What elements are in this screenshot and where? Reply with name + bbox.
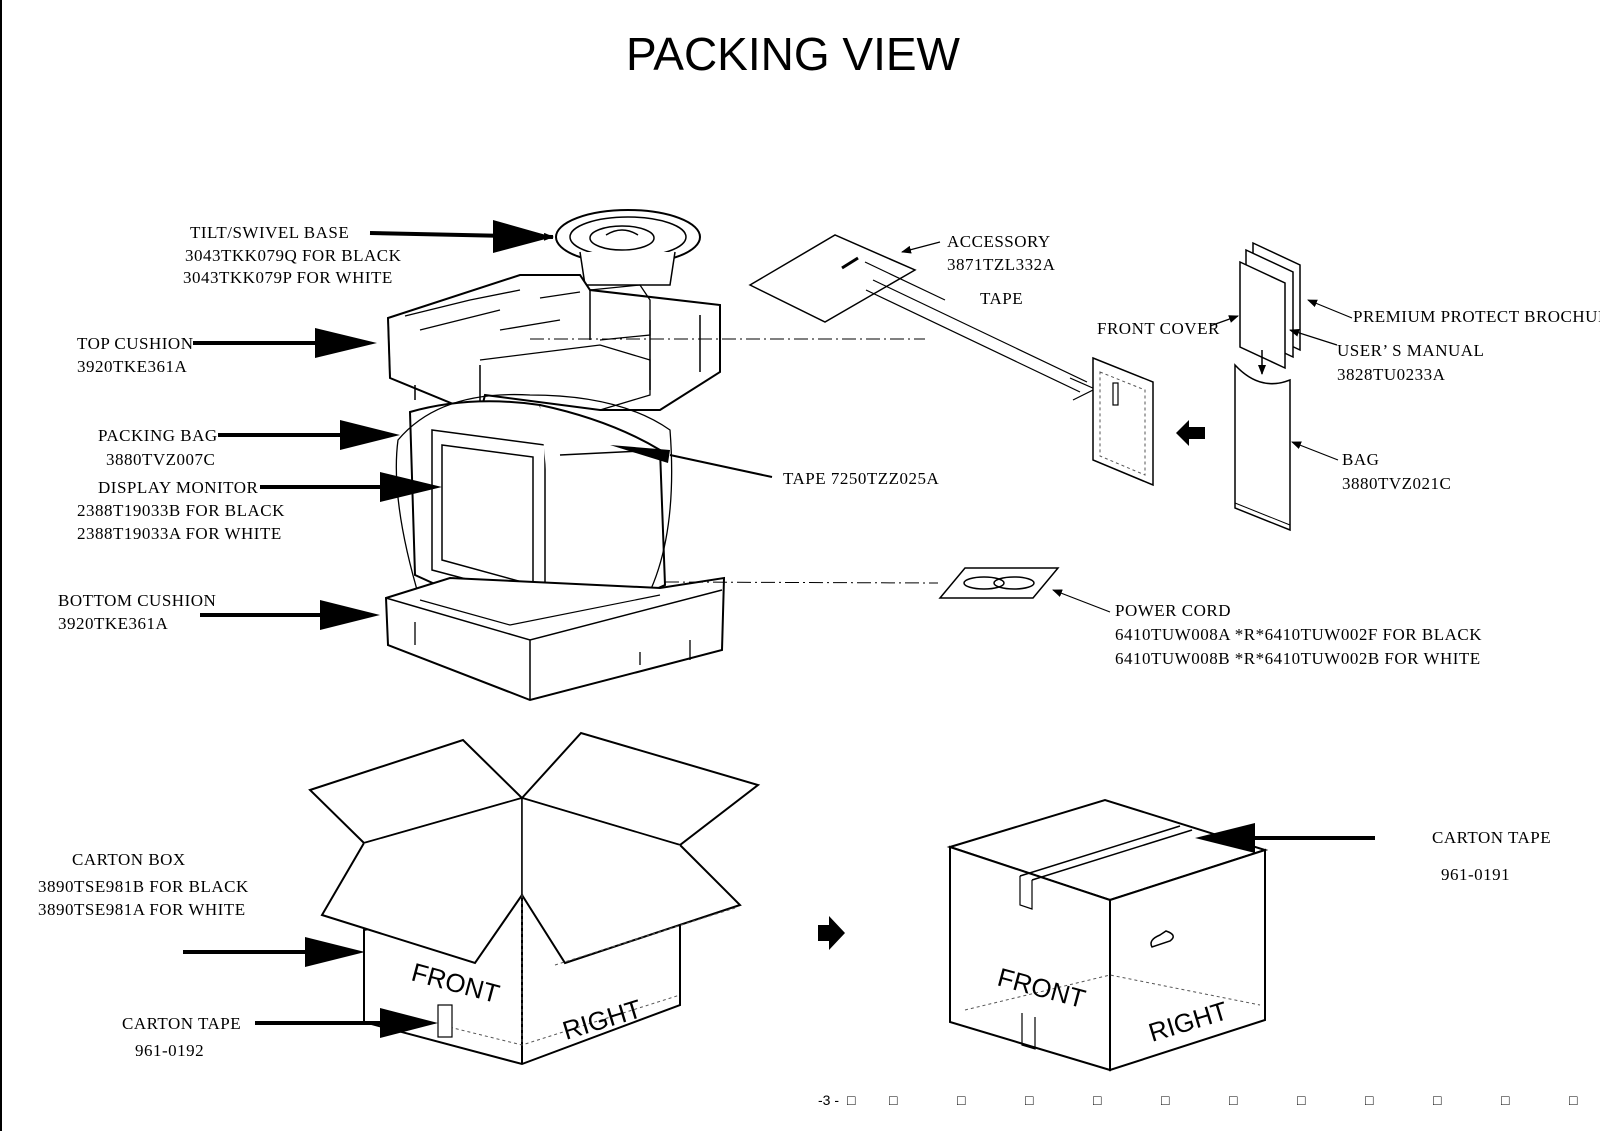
carton-box-code-black: 3890TSE981B FOR BLACK <box>38 877 249 896</box>
carton-tape-open-code: 961-0192 <box>135 1041 204 1060</box>
closed-carton-box-illustration: FRONT RIGHT <box>946 798 1269 1072</box>
display-monitor-code-black: 2388T19033B FOR BLACK <box>77 501 285 520</box>
label-packing-bag: PACKING BAG 3880TVZ007C <box>98 426 218 469</box>
label-carton-tape-closed: CARTON TAPE 961-0191 <box>1432 828 1551 884</box>
front-cover-label: FRONT COVER <box>1097 319 1220 338</box>
label-top-cushion: TOP CUSHION 3920TKE361A <box>77 334 194 376</box>
packing-bag-code: 3880TVZ007C <box>106 450 215 469</box>
label-carton-tape-open: CARTON TAPE 961-0192 <box>122 1014 241 1060</box>
bottom-cushion-illustration <box>384 576 726 702</box>
carton-box-name: CARTON BOX <box>72 850 186 869</box>
label-bag: BAG 3880TVZ021C <box>1342 450 1451 493</box>
callout-arrows <box>183 220 1375 1038</box>
footer-box-char: □ <box>1025 1092 1034 1108</box>
footer-box-char: □ <box>1161 1092 1170 1108</box>
accessory-tape: TAPE <box>980 289 1023 308</box>
top-cushion-code: 3920TKE361A <box>77 357 188 376</box>
display-monitor-illustration <box>395 393 673 634</box>
brochure-manual-illustration <box>1239 241 1301 375</box>
tilt-base-code-black: 3043TKK079Q FOR BLACK <box>185 246 402 265</box>
top-cushion-name: TOP CUSHION <box>77 334 194 353</box>
label-power-cord: POWER CORD 6410TUW008A *R*6410TUW002F FO… <box>1115 601 1482 668</box>
carton-tape-closed-name: CARTON TAPE <box>1432 828 1551 847</box>
bottom-cushion-code: 3920TKE361A <box>58 614 169 633</box>
footer-box-char: □ <box>889 1092 898 1108</box>
plastic-bag-illustration <box>1234 363 1291 532</box>
thin-leaders <box>864 241 1353 613</box>
footer-box-char: □ <box>1569 1092 1578 1108</box>
accessory-code: 3871TZL332A <box>947 255 1056 274</box>
accessory-sheet-illustration <box>748 234 1097 401</box>
carton-tape-closed-code: 961-0191 <box>1441 865 1510 884</box>
footer-box-char: □ <box>847 1092 856 1108</box>
label-users-manual: USER’ S MANUAL 3828TU0233A <box>1337 341 1484 384</box>
footer-box-char: □ <box>957 1092 966 1108</box>
premium-brochure-label: PREMIUM PROTECT BROCHURE <box>1353 307 1600 326</box>
footer-box-char: □ <box>1093 1092 1102 1108</box>
tilt-swivel-base-illustration <box>555 209 701 286</box>
power-cord-code-black: 6410TUW008A *R*6410TUW002F FOR BLACK <box>1115 625 1482 644</box>
top-cushion-arrow <box>315 328 377 358</box>
display-monitor-arrow <box>380 472 442 502</box>
display-monitor-name: DISPLAY MONITOR <box>98 478 259 497</box>
carton-tape-open-arrow <box>380 1008 438 1038</box>
footer-box-char: □ <box>1433 1092 1442 1108</box>
power-cord-name: POWER CORD <box>1115 601 1231 620</box>
tilt-base-code-white: 3043TKK079P FOR WHITE <box>183 268 393 287</box>
power-cord-leader <box>664 581 939 584</box>
users-manual-name: USER’ S MANUAL <box>1337 341 1484 360</box>
page-footer: -3 - □ □ □ □ □ □ □ □ □ □ □ □ <box>818 1092 1578 1108</box>
process-arrow <box>818 916 845 950</box>
bag-name: BAG <box>1342 450 1379 469</box>
top-cushion-illustration <box>386 274 721 417</box>
carton-box-arrow <box>305 937 365 967</box>
bottom-cushion-name: BOTTOM CUSHION <box>58 591 216 610</box>
label-bottom-cushion: BOTTOM CUSHION 3920TKE361A <box>58 591 216 633</box>
footer-box-char: □ <box>1365 1092 1374 1108</box>
carton-box-code-white: 3890TSE981A FOR WHITE <box>38 900 246 919</box>
page-number: -3 - <box>818 1092 839 1108</box>
bottom-cushion-arrow <box>320 600 380 630</box>
label-tilt-base: TILT/SWIVEL BASE 3043TKK079Q FOR BLACK 3… <box>183 223 402 287</box>
footer-box-char: □ <box>1297 1092 1306 1108</box>
packing-bag-arrow <box>340 420 400 450</box>
front-cover-envelope-illustration <box>1092 356 1154 487</box>
monitor-tape-label: TAPE 7250TZZ025A <box>783 469 940 488</box>
label-accessory: ACCESSORY 3871TZL332A TAPE <box>947 232 1056 308</box>
users-manual-code: 3828TU0233A <box>1337 365 1446 384</box>
power-cord-code-white: 6410TUW008B *R*6410TUW002B FOR WHITE <box>1115 649 1481 668</box>
open-carton-box-illustration: FRONT RIGHT <box>308 731 761 1066</box>
footer-box-char: □ <box>1501 1092 1510 1108</box>
accessory-name: ACCESSORY <box>947 232 1051 251</box>
bag-code: 3880TVZ021C <box>1342 474 1451 493</box>
carton-tape-open-name: CARTON TAPE <box>122 1014 241 1033</box>
power-cord-illustration <box>938 567 1060 599</box>
page-title: PACKING VIEW <box>626 28 961 80</box>
packing-bag-name: PACKING BAG <box>98 426 218 445</box>
display-monitor-code-white: 2388T19033A FOR WHITE <box>77 524 282 543</box>
label-display-monitor: DISPLAY MONITOR 2388T19033B FOR BLACK 23… <box>77 478 285 543</box>
tilt-base-name: TILT/SWIVEL BASE <box>190 223 349 242</box>
front-cover-arrow <box>1176 420 1205 446</box>
carton-tape-closed-arrow <box>1195 823 1255 853</box>
label-carton-box: CARTON BOX 3890TSE981B FOR BLACK 3890TSE… <box>38 850 249 919</box>
footer-box-char: □ <box>1229 1092 1238 1108</box>
